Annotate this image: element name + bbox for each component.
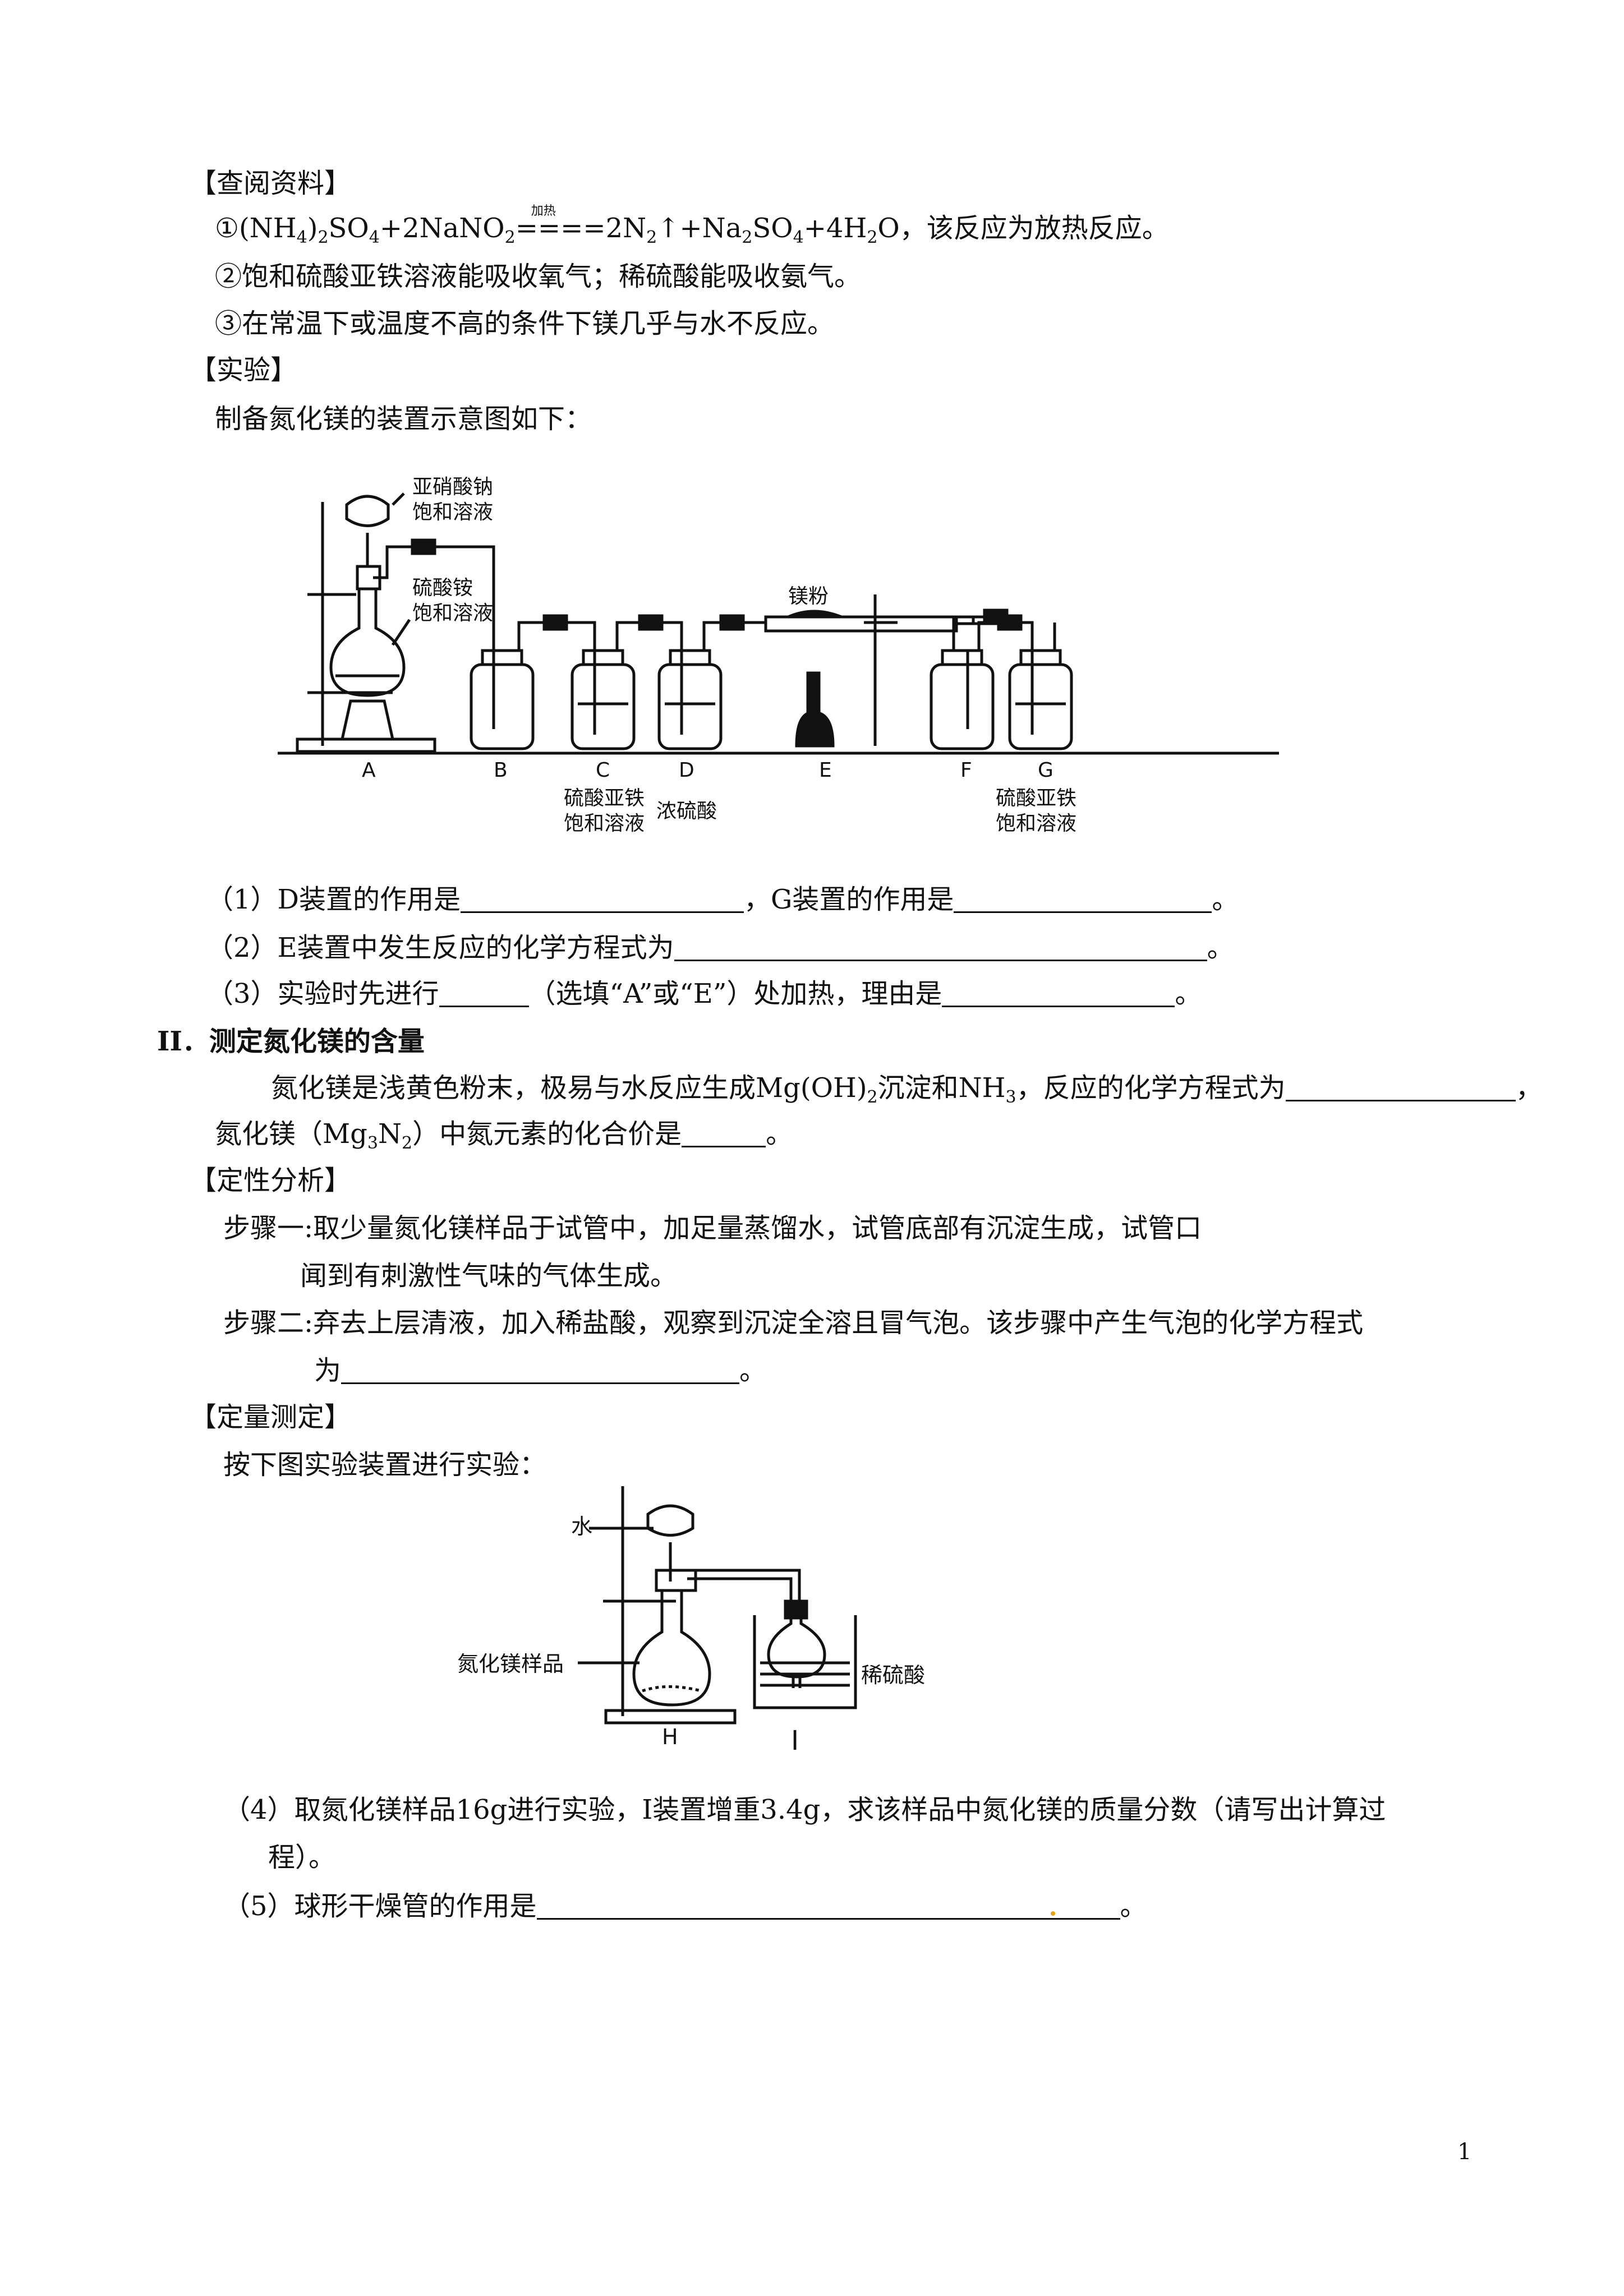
label-D: D <box>679 759 694 782</box>
info-item-3: ③在常温下或温度不高的条件下镁几乎与水不反应。 <box>215 308 835 339</box>
answer-blank[interactable] <box>341 1357 740 1384</box>
question-4-line-2: 程）。 <box>268 1842 336 1873</box>
step-1-line-1: 步骤一:取少量氮化镁样品于试管中，加足量蒸馏水，试管底部有沉淀生成，试管口 <box>223 1212 1202 1244</box>
label-H: H <box>662 1725 678 1749</box>
label-c-solution-1: 硫酸亚铁 <box>564 787 645 810</box>
question-1: （1）D装置的作用是，G装置的作用是。 <box>206 884 1239 915</box>
label-G: G <box>1038 759 1053 782</box>
answer-blank[interactable] <box>674 934 1207 961</box>
section-heading-quantitative: 【定量测定】 <box>190 1401 352 1433</box>
label-dilute-sulfuric-acid: 稀硫酸 <box>861 1663 925 1688</box>
page-number: 1 <box>1457 2139 1472 2165</box>
label-ammonium-sulfate-1: 硫酸铵 <box>412 577 473 600</box>
apparatus-diagram-1: 亚硝酸钠 饱和溶液 硫酸铵 饱和溶液 镁粉 A B C D E F G 硫酸亚铁… <box>278 476 1279 835</box>
experiment-intro: 制备氮化镁的装置示意图如下： <box>215 403 592 435</box>
label-E: E <box>819 759 832 782</box>
section-heading-qualitative: 【定性分析】 <box>190 1165 352 1196</box>
label-F: F <box>960 759 972 782</box>
question-2: （2）E装置中发生反应的化学方程式为。 <box>206 932 1234 963</box>
label-g-solution-1: 硫酸亚铁 <box>996 787 1076 810</box>
label-B: B <box>494 759 508 782</box>
step-2-line-1: 步骤二:弃去上层清液，加入稀盐酸，观察到沉淀全溶且冒气泡。该步骤中产生气泡的化学… <box>223 1307 1364 1339</box>
section-heading-info: 【查阅资料】 <box>190 168 352 199</box>
label-g-solution-2: 饱和溶液 <box>996 812 1076 835</box>
section-heading-experiment: 【实验】 <box>190 354 298 386</box>
label-magnesium-powder: 镁粉 <box>788 585 829 608</box>
section-ii-paragraph-2: 氮化镁（Mg3N2）中氮元素的化合价是。 <box>215 1118 793 1153</box>
question-5: （5）球形干燥管的作用是。 <box>223 1891 1147 1922</box>
question-3: （3）实验时先进行（选填“A”或“E”）处加热，理由是。 <box>206 978 1202 1009</box>
answer-blank[interactable] <box>954 886 1212 913</box>
question-4-line-1: （4）取氮化镁样品16g进行实验，I装置增重3.4g，求该样品中氮化镁的质量分数… <box>223 1794 1386 1825</box>
label-A: A <box>362 759 376 782</box>
answer-blank[interactable] <box>439 980 529 1007</box>
answer-blank[interactable] <box>1285 1074 1516 1101</box>
label-nitride-sample: 氮化镁样品 <box>457 1652 564 1676</box>
heat-label: 加热 <box>531 204 556 218</box>
label-I: I <box>791 1725 799 1756</box>
label-C: C <box>596 759 610 782</box>
answer-blank[interactable] <box>461 886 744 913</box>
info-item-2: ②饱和硫酸亚铁溶液能吸收氧气；稀硫酸能吸收氨气。 <box>215 261 862 292</box>
answer-blank[interactable] <box>536 1892 1120 1920</box>
answer-blank[interactable] <box>682 1120 766 1147</box>
section-heading-ii: II．测定氮化镁的含量 <box>157 1026 425 1057</box>
apparatus-diagram-2: 水 氮化镁样品 稀硫酸 H I <box>457 1486 925 1756</box>
section-ii-paragraph-1: 氮化镁是浅黄色粉末，极易与水反应生成Mg(OH)2沉淀和NH3，反应的化学方程式… <box>271 1072 1543 1107</box>
stray-dot <box>1051 1911 1055 1916</box>
step-2-line-2: 为。 <box>314 1355 767 1386</box>
label-sodium-nitrite-2: 饱和溶液 <box>412 501 493 524</box>
step-1-line-2: 闻到有刺激性气味的气体生成。 <box>300 1260 678 1292</box>
label-water: 水 <box>571 1514 592 1539</box>
quantitative-intro: 按下图实验装置进行实验： <box>223 1449 547 1481</box>
label-sodium-nitrite-1: 亚硝酸钠 <box>412 476 493 499</box>
label-c-solution-2: 饱和溶液 <box>564 812 645 835</box>
label-ammonium-sulfate-2: 饱和溶液 <box>412 602 493 625</box>
answer-blank[interactable] <box>942 980 1175 1007</box>
label-conc-sulfuric-acid: 浓硫酸 <box>656 800 717 823</box>
